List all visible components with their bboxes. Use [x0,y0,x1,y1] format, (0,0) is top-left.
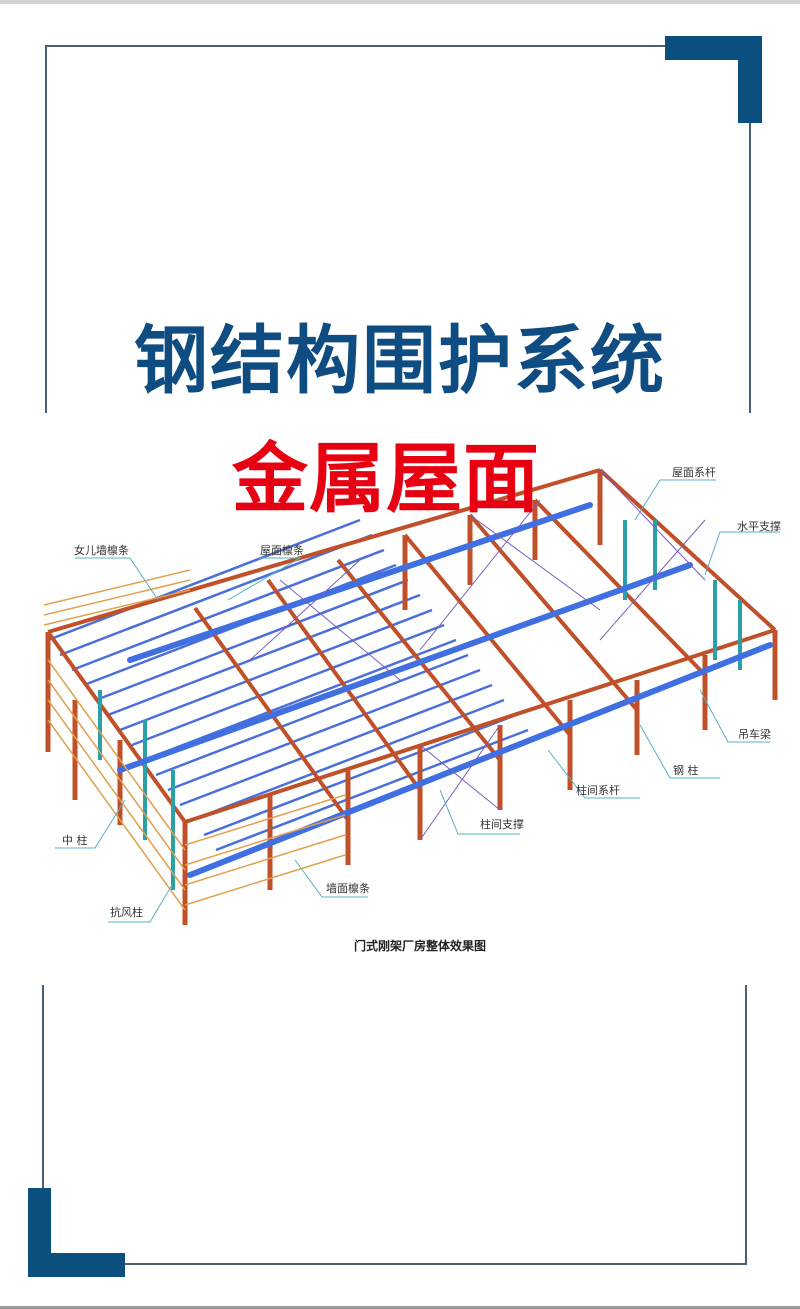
page-top-edge [0,0,800,4]
wind-columns [98,520,742,890]
page-subtitle: 金属屋面 [232,434,540,523]
label-column-tie-rod: 柱间系杆 [576,784,620,797]
frame-top-line [46,45,666,47]
label-horizontal-bracing: 水平支撑 [737,520,781,533]
label-column-bracing: 柱间支撑 [480,818,524,831]
frame-left-lower-line [42,985,44,1189]
label-wall-purlin: 墙面檩条 [326,882,370,895]
corner-bracket-bottom-left-horizontal [28,1253,125,1277]
steel-columns [45,470,778,925]
label-middle-column: 中 柱 [62,834,88,847]
label-crane-beam: 吊车梁 [738,728,771,741]
label-roof-tie-rod: 屋面系杆 [672,466,716,479]
corner-bracket-top-right-vertical [738,36,762,123]
label-roof-purlin: 屋面檩条 [260,544,304,557]
crane-beams [117,502,773,878]
bracing [249,469,706,841]
leader-lines [55,479,780,923]
label-wind-column: 抗风柱 [110,906,143,919]
frame-right-lower-line [745,985,747,1265]
frame-bottom-line [125,1263,747,1265]
label-steel-column: 钢 柱 [673,764,699,777]
steel-frame-diagram [43,468,780,925]
label-parapet-purlin: 女儿墙檩条 [74,544,129,557]
page-bottom-edge [0,1306,800,1309]
frame-left-upper-line [45,45,47,413]
wall-purlins [43,569,346,911]
frame-right-upper-line [749,123,751,413]
page-title: 钢结构围护系统 [134,318,666,404]
diagram-caption: 门式刚架厂房整体效果图 [353,939,486,953]
